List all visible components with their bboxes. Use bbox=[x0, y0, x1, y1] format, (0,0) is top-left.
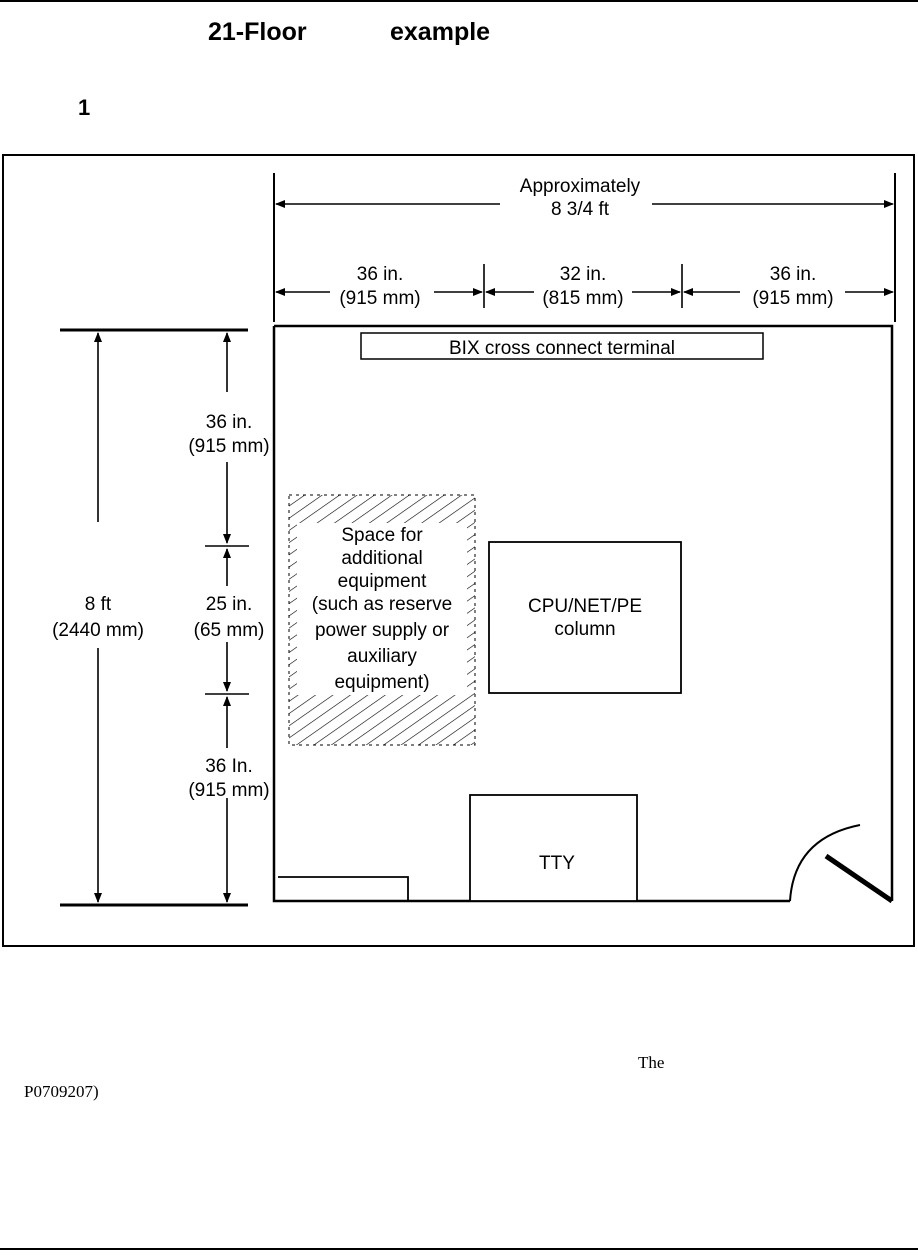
depth3-inches: 36 In. bbox=[205, 756, 253, 777]
space-label-line1: Space for bbox=[341, 525, 423, 546]
width1-inches: 36 in. bbox=[357, 264, 403, 285]
overall-depth-feet: 8 ft bbox=[85, 594, 112, 615]
depth1-mm: (915 mm) bbox=[188, 436, 269, 457]
tty-label: TTY bbox=[539, 853, 575, 874]
door-swing-arc bbox=[789, 824, 861, 902]
width3-mm: (915 mm) bbox=[752, 288, 833, 309]
width2-inches: 32 in. bbox=[560, 264, 606, 285]
footer-code: P0709207) bbox=[24, 1082, 99, 1101]
space-label-line6: auxiliary bbox=[347, 646, 417, 667]
figure-title-part2: example bbox=[390, 18, 491, 46]
footer-word: The bbox=[638, 1053, 665, 1072]
bix-terminal bbox=[360, 332, 764, 360]
figure-frame bbox=[2, 154, 915, 947]
cpu-net-pe-column bbox=[488, 541, 682, 694]
bix-terminal-label: BIX cross connect terminal bbox=[449, 338, 675, 359]
door-leaf bbox=[824, 853, 894, 904]
additional-equipment-label-area bbox=[297, 523, 467, 695]
space-label-line7: equipment) bbox=[334, 672, 429, 693]
cpu-label-line1: CPU/NET/PE bbox=[528, 596, 642, 617]
space-label-line4: (such as reserve bbox=[312, 594, 452, 615]
space-label-line2: additional bbox=[341, 548, 422, 569]
overall-width-label-line2: 8 3/4 ft bbox=[551, 199, 610, 220]
cpu-label-line2: column bbox=[554, 619, 615, 640]
figure-title-part1: 21-Floor bbox=[208, 18, 307, 46]
figure-subheading: 1 bbox=[78, 95, 91, 120]
width3-inches: 36 in. bbox=[770, 264, 816, 285]
width2-mm: (815 mm) bbox=[542, 288, 623, 309]
space-label-line5: power supply or bbox=[315, 620, 450, 641]
bottom-rule bbox=[0, 1248, 918, 1250]
overall-width-label-line1: Approximately bbox=[520, 176, 641, 197]
floor-plan-diagram: Approximately 8 3/4 ft 36 in. (915 mm) 3… bbox=[2, 154, 915, 947]
depth1-inches: 36 in. bbox=[206, 412, 252, 433]
width1-mm: (915 mm) bbox=[339, 288, 420, 309]
space-label-line3: equipment bbox=[338, 571, 427, 592]
overall-depth-mm: (2440 mm) bbox=[52, 620, 144, 641]
depth3-mm: (915 mm) bbox=[188, 780, 269, 801]
top-rule bbox=[0, 0, 918, 2]
depth2-mm: (65 mm) bbox=[194, 620, 265, 641]
tty-unit bbox=[469, 794, 638, 902]
depth2-inches: 25 in. bbox=[206, 594, 252, 615]
bench bbox=[278, 876, 409, 901]
